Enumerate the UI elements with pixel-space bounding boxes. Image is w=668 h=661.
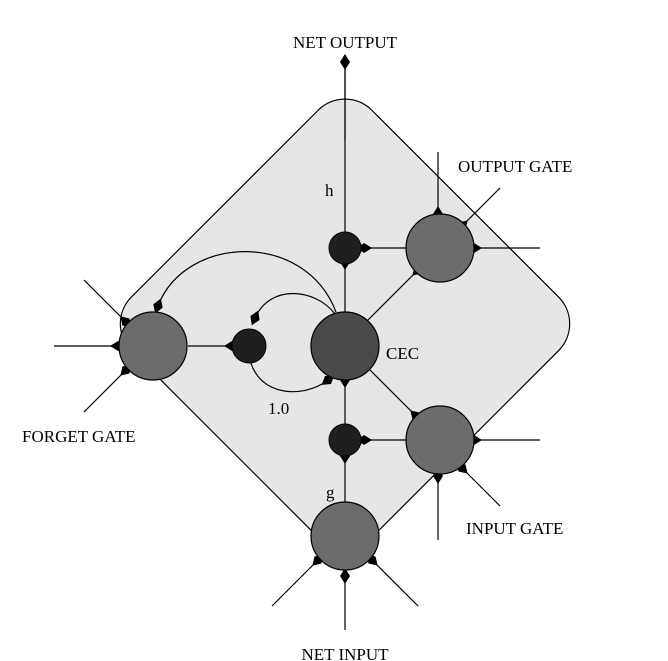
recurrent-loop-upper [250, 293, 336, 326]
net-input-line-left [271, 554, 324, 607]
cec-to-input-gate [369, 369, 422, 422]
net-input-node [310, 501, 380, 571]
input-gate-input-diag [456, 462, 501, 507]
connections [54, 54, 540, 630]
recurrent-weight-label: 1.0 [268, 399, 289, 418]
g-label: g [326, 483, 335, 502]
input-gate-label: INPUT GATE [466, 519, 563, 538]
forget-gate-node [118, 311, 188, 381]
forget-gate-input-bottomdiag [83, 364, 132, 413]
output-gate-input-diag [456, 187, 501, 232]
recurrent-loop-lower [249, 359, 335, 393]
forget-multiplier-node [231, 328, 267, 364]
net-output-label: NET OUTPUT [293, 33, 398, 52]
net-input-line-right [366, 554, 419, 607]
net-input-label: NET INPUT [301, 645, 389, 661]
forget-gate-label: FORGET GATE [22, 427, 136, 446]
forget-gate-input-topdiag [83, 279, 132, 328]
nodes [118, 213, 475, 571]
cec-to-output-gate [365, 264, 424, 323]
labels: NET OUTPUT NET INPUT OUTPUT GATE INPUT G… [22, 33, 572, 661]
input-gate-node [405, 405, 475, 475]
input-multiplier-node [328, 423, 362, 457]
cec-to-forget-gate [153, 251, 337, 314]
output-gate-label: OUTPUT GATE [458, 157, 572, 176]
h-label: h [325, 181, 334, 200]
cec-label: CEC [386, 344, 419, 363]
output-gate-node [405, 213, 475, 283]
cec-node [310, 311, 380, 381]
output-multiplier-node [328, 231, 362, 265]
